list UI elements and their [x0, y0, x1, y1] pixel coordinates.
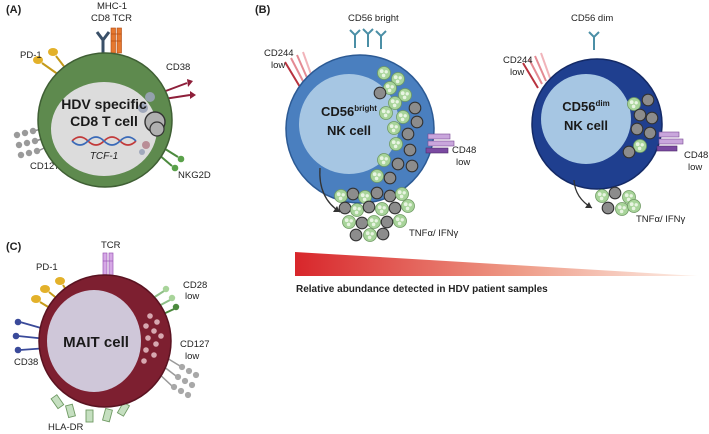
mait-cd28-label-line2: low	[185, 291, 199, 302]
mait-cd127-label-line1: CD127	[180, 339, 210, 350]
mait-cd38-label: CD38	[14, 357, 38, 368]
cytokine-bright-label: TNFα/ IFNγ	[409, 228, 459, 239]
cd244-bright-receptor-icon	[284, 51, 313, 88]
mait-cell-nucleus	[47, 290, 141, 392]
cd8-tcr-label: CD8 TCR	[91, 13, 132, 24]
nk-bright-name-main: CD56	[321, 104, 354, 119]
mait-cell-name: MAIT cell	[63, 334, 129, 351]
tcf1-label: TCF-1	[90, 151, 118, 162]
nk-bright-name-line1: CD56bright	[321, 104, 377, 119]
nk-dim-name-line2: NK cell	[564, 118, 608, 133]
pd1-label: PD-1	[20, 50, 42, 61]
cd48-bright-receptor-icon	[425, 133, 455, 154]
mait-cd28-label-line1: CD28	[183, 280, 207, 291]
cd56-bright-top-label: CD56 bright	[348, 13, 399, 24]
nk-dim-name-sup: dim	[596, 99, 610, 108]
mhc-receptor-icon	[95, 31, 111, 53]
nk-bright-cell-nucleus	[299, 74, 399, 174]
cd56-dim-receptor-icon	[588, 31, 600, 50]
cd8-cell-title-line1: HDV specific	[61, 96, 147, 112]
nk-bright-released-granules	[334, 186, 415, 242]
cd48-dim-label-line1: CD48	[684, 150, 708, 161]
cd48-dim-receptor-icon	[656, 131, 684, 152]
cd8-organelles	[138, 92, 166, 155]
cd244-dim-receptor-icon	[522, 52, 551, 89]
nk-bright-name-line2: NK cell	[327, 123, 371, 138]
mait-cd127-receptor-icon	[155, 354, 200, 399]
nkg2d-label: NKG2D	[178, 170, 211, 181]
abundance-gradient	[295, 252, 698, 276]
cd127-label: CD127	[30, 161, 60, 172]
cd48-dim-label-line2: low	[688, 162, 702, 173]
abundance-caption: Relative abundance detected in HDV patie…	[296, 284, 548, 295]
nk-dim-name-main: CD56	[562, 99, 595, 114]
nk-bright-name-sup: bright	[354, 104, 377, 113]
nk-dim-released-granules	[595, 186, 641, 216]
cd244-bright-label-line2: low	[271, 60, 285, 71]
panel-a-label: (A)	[6, 4, 22, 16]
panel-c-label: (C)	[6, 241, 22, 253]
cd38-label: CD38	[166, 62, 190, 73]
release-arrowhead-bright-icon	[333, 206, 340, 212]
panel-b: (B) CD56 bright CD244 low CD48 low	[255, 4, 708, 295]
cd8-tcr-receptor-icon	[110, 27, 122, 54]
cd8-cell-nucleus	[51, 82, 157, 176]
nk-dim-cell-nucleus	[541, 74, 631, 164]
mait-tcr-receptor-icon	[102, 252, 114, 277]
panel-c: (C) TCR PD-1 CD28 low	[6, 240, 210, 433]
cd8-cell-title-line2: CD8 T cell	[70, 113, 138, 129]
mait-hladr-receptor-icon	[50, 394, 131, 423]
cytokine-dim-label: TNFα/ IFNγ	[636, 214, 686, 225]
cd244-dim-label-line2: low	[510, 67, 524, 78]
nk-dim-name-line1: CD56dim	[562, 99, 609, 114]
cd244-dim-label-line1: CD244	[503, 55, 533, 66]
cd244-bright-label-line1: CD244	[264, 48, 294, 59]
mait-tcr-label: TCR	[101, 240, 121, 251]
mait-hladr-label: HLA-DR	[48, 422, 84, 433]
mait-granules	[141, 313, 164, 364]
mhc-label: MHC-1	[97, 1, 127, 12]
cd56-dim-top-label: CD56 dim	[571, 13, 613, 24]
mait-cd127-label-line2: low	[185, 351, 199, 362]
cd48-bright-label-line1: CD48	[452, 145, 476, 156]
dna-helix-icon	[71, 136, 137, 146]
release-arrowhead-dim-icon	[585, 202, 592, 208]
panel-a: (A) MHC-1 CD8 TCR PD-1 CD38	[6, 1, 211, 188]
panel-b-label: (B)	[255, 4, 271, 16]
cd48-bright-label-line2: low	[456, 157, 470, 168]
cd56-bright-receptor-icon	[349, 28, 387, 49]
mait-pd1-label: PD-1	[36, 262, 58, 273]
